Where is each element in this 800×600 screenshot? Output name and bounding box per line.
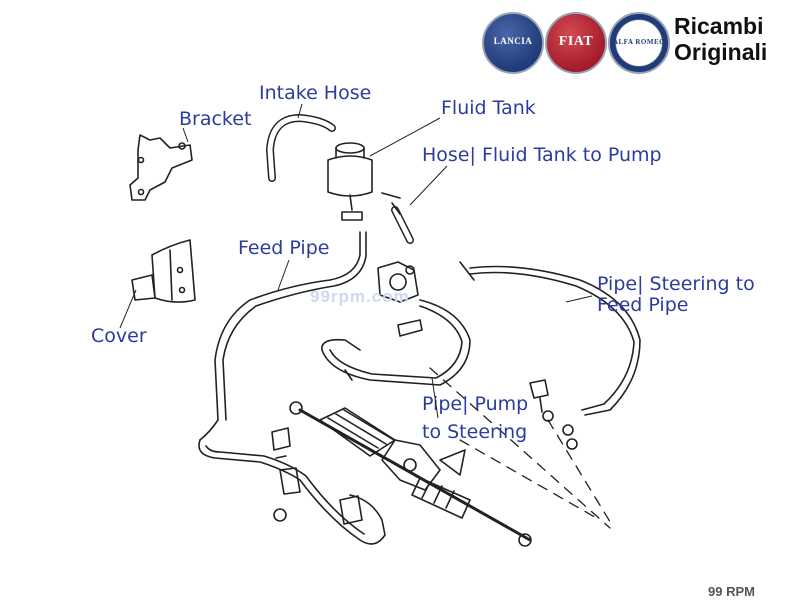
lancia-logo: LANCIA xyxy=(482,12,544,74)
pipe-steering-feed-part xyxy=(459,261,641,416)
assembly-lines xyxy=(429,367,613,529)
brand-line-1: Ricambi xyxy=(674,13,764,39)
label-pipe-pump-line1: Pipe| Pump xyxy=(422,393,529,415)
label-feed-pipe: Feed Pipe xyxy=(238,237,330,259)
label-fluid-tank: Fluid Tank xyxy=(441,97,536,119)
brand-line-2: Originali xyxy=(674,39,768,65)
label-pipe-steering-line1: Pipe| Steering to xyxy=(597,273,755,295)
steering-rack-part xyxy=(289,401,532,547)
footer-logo: 99 RPM xyxy=(708,584,755,599)
fiat-logo: FIAT xyxy=(545,12,607,74)
label-pipe-steering-line2: Feed Pipe xyxy=(597,294,689,316)
fluid-tank-part xyxy=(327,142,373,221)
label-bracket: Bracket xyxy=(179,108,252,130)
label-cover: Cover xyxy=(91,325,147,347)
cover-part xyxy=(131,239,196,303)
return-pipe-part xyxy=(198,439,386,545)
alfa-romeo-logo: ALFA ROMEO xyxy=(608,12,670,74)
bracket-part xyxy=(129,134,193,201)
alfa-romeo-logo-text: ALFA ROMEO xyxy=(612,38,666,46)
hose-tank-pump-part xyxy=(381,192,414,244)
pipe-pump-steering-part xyxy=(321,299,471,386)
fiat-logo-text: FIAT xyxy=(558,34,594,49)
lancia-logo-text: LANCIA xyxy=(493,36,533,46)
label-hose-tank-pump: Hose| Fluid Tank to Pump xyxy=(422,144,662,166)
label-pipe-pump-line2: to Steering xyxy=(422,421,528,443)
intake-hose-part xyxy=(266,114,336,182)
brand-title: Ricambi Originali xyxy=(674,13,767,65)
label-intake-hose: Intake Hose xyxy=(259,82,372,104)
feed-pipe-part xyxy=(199,231,367,441)
watermark: 99rpm.com xyxy=(310,287,410,306)
pump-part xyxy=(377,261,423,337)
